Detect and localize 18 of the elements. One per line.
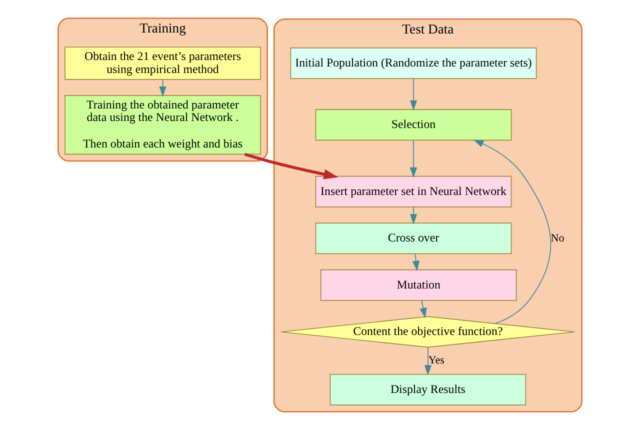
node-box: Display Results (329, 374, 526, 406)
node-diamond: Content the objective function? (280, 316, 575, 348)
arrow (419, 300, 426, 318)
node-box: Insert parameter set in Neural Network (314, 176, 512, 208)
arrow (244, 152, 338, 180)
node-box: Mutation (320, 269, 516, 301)
edge-label: No (550, 232, 564, 244)
node-box: Initial Population (Randomize the parameter sets) (290, 48, 536, 79)
node-box: Obtain the 21 event’s parameters using empirical method (64, 46, 260, 80)
node-box: Selection (314, 109, 512, 141)
node-box: Cross over (314, 222, 512, 254)
arrow (409, 140, 417, 178)
arrow (472, 140, 551, 324)
node-box: Training the obtained parameter data using the Neural Network . Then obtain each weight and bias (64, 95, 260, 155)
edge-label: Yes (428, 354, 444, 367)
arrow (424, 347, 432, 376)
arrow (409, 206, 417, 224)
arrow (409, 78, 417, 111)
